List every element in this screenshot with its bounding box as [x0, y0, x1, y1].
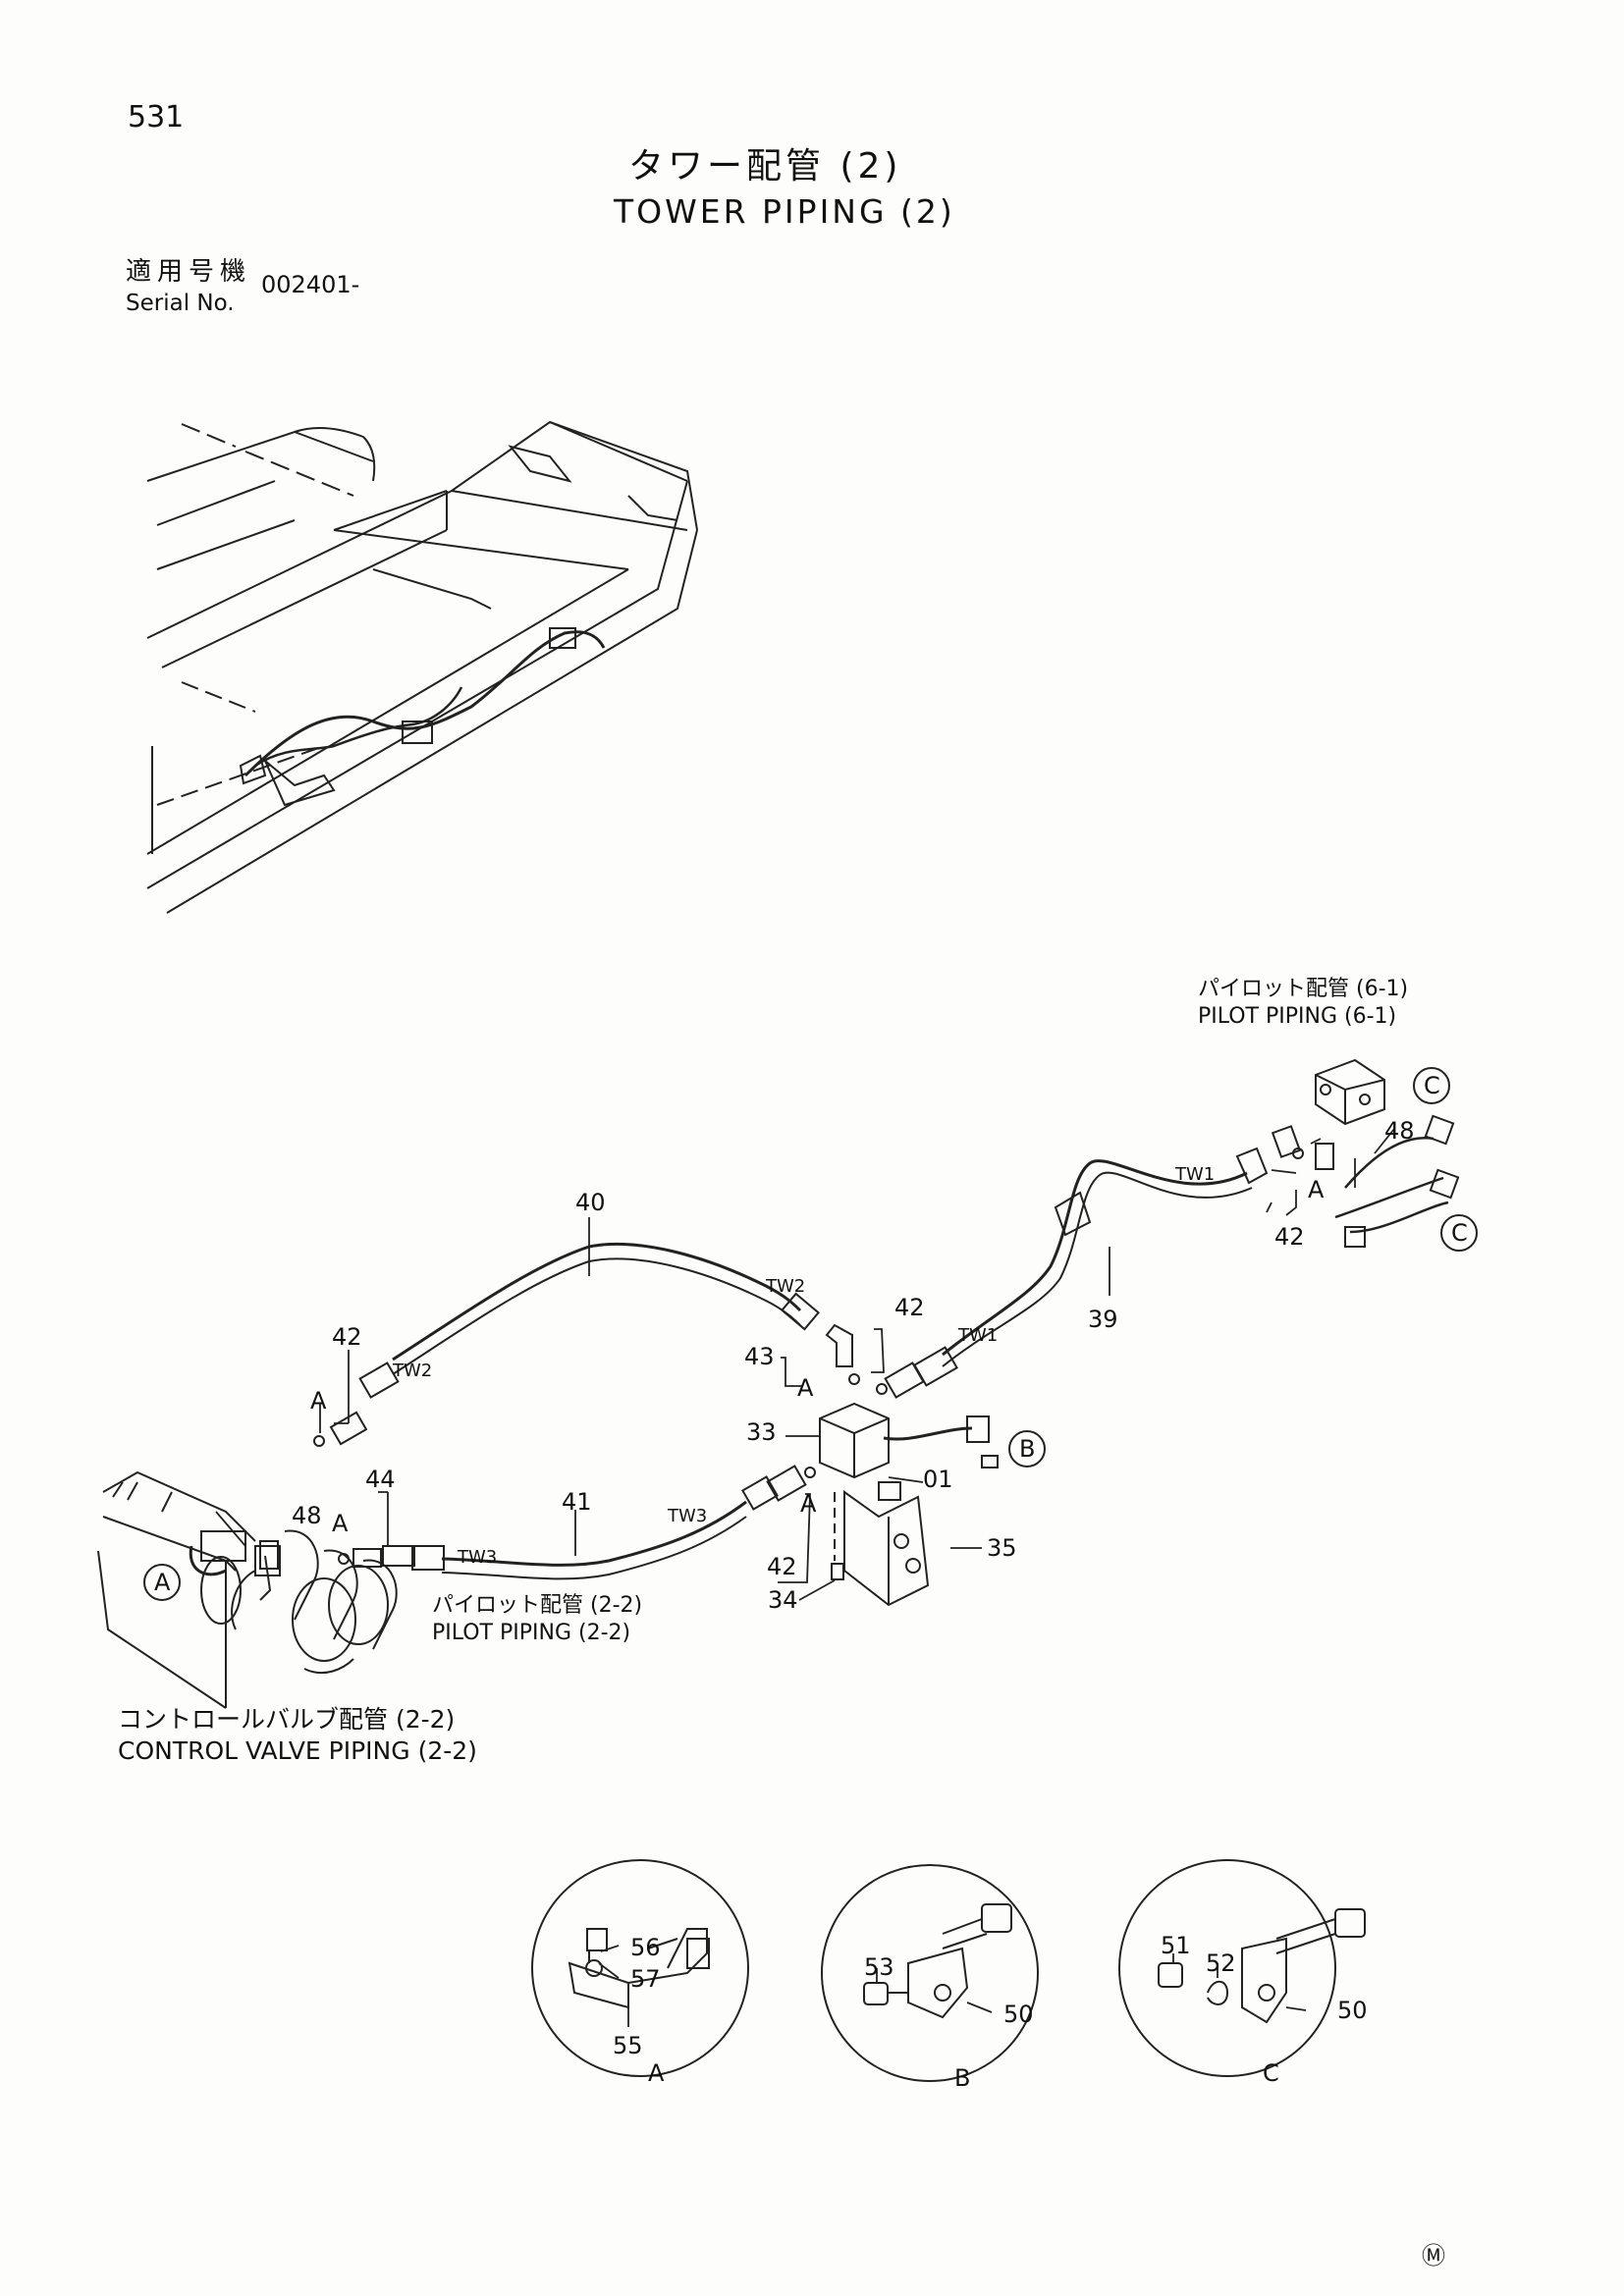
mark-a-left: A [310, 1387, 327, 1415]
mark-a-circled: A [154, 1569, 171, 1596]
detail-view-letters: A B C [648, 2059, 1279, 2092]
callout-42-lower: 42 [767, 1553, 797, 1580]
ref-pilot-piping-2-2: パイロット配管 (2-2) PILOT PIPING (2-2) [432, 1592, 642, 1647]
callout-55: 55 [613, 2032, 643, 2059]
detail-label-a: A [648, 2059, 665, 2087]
serial-label-jp: 適用号機 [126, 257, 252, 287]
callout-43: 43 [744, 1343, 775, 1370]
callout-33: 33 [746, 1418, 777, 1446]
detail-view-a [531, 1859, 749, 2077]
detail-view-c [1118, 1859, 1366, 2077]
ref-control-valve-en: CONTROL VALVE PIPING (2-2) [118, 1736, 477, 1765]
mark-a-lower-left: A [332, 1510, 349, 1537]
callout-35: 35 [987, 1534, 1017, 1562]
manufacturer-mark: Ⓜ [1422, 2242, 1445, 2269]
callout-48-left: 48 [292, 1502, 322, 1529]
ref-pilot-6-1-jp: パイロット配管 (6-1) [1198, 977, 1409, 1001]
tag-tw3-left: TW3 [457, 1547, 497, 1568]
ref-control-valve-jp: コントロールバルブ配管 (2-2) [118, 1705, 456, 1734]
callout-39: 39 [1088, 1306, 1118, 1333]
callout-51: 51 [1161, 1932, 1191, 1959]
mark-a-right: A [1308, 1176, 1325, 1203]
hose-40 [392, 1242, 802, 1375]
ref-pilot-2-2-jp: パイロット配管 (2-2) [432, 1593, 643, 1618]
callout-50-b: 50 [1003, 2001, 1034, 2028]
callout-01: 01 [923, 1466, 953, 1493]
detail-letters: A A A A A A B C C [154, 1072, 1468, 1596]
detail-leaders [598, 1945, 1307, 2027]
callout-34: 34 [768, 1586, 798, 1614]
detail-c-circle-top [1413, 1067, 1450, 1104]
tag-tw3-right: TW3 [667, 1506, 707, 1526]
callout-52: 52 [1206, 1949, 1236, 1977]
detail-label-c: C [1263, 2059, 1279, 2087]
ref-pilot-piping-6-1: パイロット配管 (6-1) PILOT PIPING (6-1) [1198, 976, 1408, 1031]
detail-b-circle [1008, 1430, 1046, 1468]
hose-tags: TW1 TW1 TW2 TW2 TW3 TW3 [392, 1164, 1215, 1568]
tag-tw1-right: TW1 [1174, 1164, 1215, 1185]
mark-c-circled-bottom: C [1451, 1219, 1468, 1247]
callout-48-right: 48 [1384, 1117, 1415, 1145]
tag-tw2-left: TW2 [392, 1361, 432, 1381]
hose-41 [441, 1500, 747, 1580]
mark-b-circled: B [1019, 1435, 1035, 1463]
page-title-en: TOWER PIPING (2) [614, 192, 955, 231]
detail-label-b: B [954, 2064, 970, 2092]
leader-lines [215, 1128, 1395, 1601]
callout-50-c: 50 [1337, 1997, 1368, 2024]
switch-48-left [231, 1540, 279, 1630]
tag-tw2-right: TW2 [765, 1276, 805, 1297]
ref-control-valve-piping-2-2: コントロールバルブ配管 (2-2) CONTROL VALVE PIPING (… [118, 1704, 477, 1767]
callout-40: 40 [575, 1189, 606, 1216]
mark-c-circled-top: C [1424, 1072, 1440, 1099]
mark-a-lower: A [800, 1490, 817, 1518]
callout-57: 57 [630, 1965, 661, 1993]
callout-42-right: 42 [1274, 1223, 1305, 1251]
serial-label-en: Serial No. [126, 291, 235, 316]
callout-42-center: 42 [894, 1294, 925, 1321]
callout-44: 44 [365, 1466, 396, 1493]
hose-39 [942, 1147, 1269, 1367]
callout-41: 41 [562, 1488, 592, 1516]
callout-56: 56 [630, 1934, 661, 1961]
fittings-left [313, 1362, 445, 1571]
ref-pilot-2-2-en: PILOT PIPING (2-2) [432, 1621, 631, 1645]
callout-labels: 40 41 39 42 42 42 42 43 33 01 35 34 44 4… [292, 1117, 1415, 2059]
mark-a-center: A [797, 1374, 814, 1402]
callout-53: 53 [864, 1953, 894, 1981]
serial-value: 002401- [261, 271, 360, 298]
page-title-jp: タワー配管 (2) [628, 146, 902, 187]
detail-view-b [821, 1864, 1039, 2082]
ref-pilot-6-1-en: PILOT PIPING (6-1) [1198, 1004, 1397, 1029]
tower-frame-overview [146, 420, 698, 914]
detail-a-circle [143, 1564, 181, 1601]
detail-c-circle-bottom [1440, 1214, 1478, 1252]
tag-tw1-center: TW1 [957, 1325, 998, 1346]
control-valve-block [97, 1470, 398, 1709]
callout-42-left: 42 [332, 1323, 362, 1351]
page-number: 531 [128, 100, 185, 134]
manifold-block-33 [741, 1292, 999, 1607]
